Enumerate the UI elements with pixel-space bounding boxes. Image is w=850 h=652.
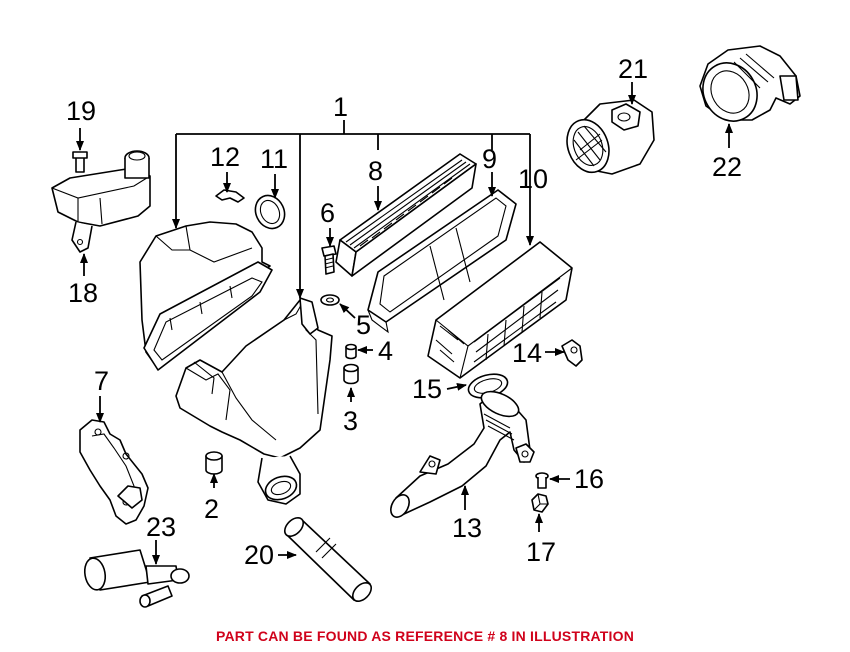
intake-duct-part-13 [390,390,535,518]
callout-13: 13 [452,513,482,543]
callout-17: 17 [526,537,556,567]
grommet-part [205,451,223,475]
callout-12: 12 [210,142,240,172]
callout-2: 2 [204,494,219,524]
coupler-boot-part-22 [699,45,801,122]
callout-5: 5 [356,310,371,340]
air-cleaner-upper-housing [139,221,273,371]
nut-part-17 [531,493,549,513]
callout-15: 15 [412,374,442,404]
callout-14: 14 [512,338,542,368]
callout-8: 8 [368,156,383,186]
leader-arrows [76,82,733,565]
air-filter-part-8 [335,153,477,277]
air-cleaner-lower-housing [175,297,333,505]
callout-1-bracket [172,120,534,299]
mass-air-flow-sensor-part-21 [566,99,655,175]
filter-element-part-10 [427,241,573,379]
bolt-part-16 [535,472,549,489]
reference-note: PART CAN BE FOUND AS REFERENCE # 8 IN IL… [215,628,635,644]
callout-19: 19 [66,96,96,126]
callout-6: 6 [320,198,335,228]
mounting-bracket-part-7 [79,419,149,525]
filter-frame-part-9 [367,189,517,334]
callout-4: 4 [378,336,393,366]
callout-10: 10 [518,164,548,194]
callout-3: 3 [343,406,358,436]
reference-numbers: 1 2 3 4 5 6 7 8 9 10 11 12 13 14 15 16 1… [66,54,742,570]
callout-18: 18 [68,278,98,308]
callout-23: 23 [146,512,176,542]
resonator-part-23 [83,549,190,608]
callout-7: 7 [94,366,109,396]
callout-1: 1 [333,92,348,122]
intake-tube-part-20 [283,516,373,603]
callout-16: 16 [574,464,604,494]
clip-part [215,189,245,203]
callout-9: 9 [482,144,497,174]
sensor-part-14 [561,339,583,367]
grommet-part-3 [343,363,359,385]
washer-part-5 [320,294,340,306]
callout-20: 20 [244,540,274,570]
callout-21: 21 [618,54,648,84]
resonator-assembly [51,150,151,253]
callout-22: 22 [712,152,742,182]
grommet-part-4 [345,343,357,360]
seal-ring-part [254,194,286,230]
callout-11: 11 [260,144,288,174]
bolt-part-6 [321,245,337,275]
